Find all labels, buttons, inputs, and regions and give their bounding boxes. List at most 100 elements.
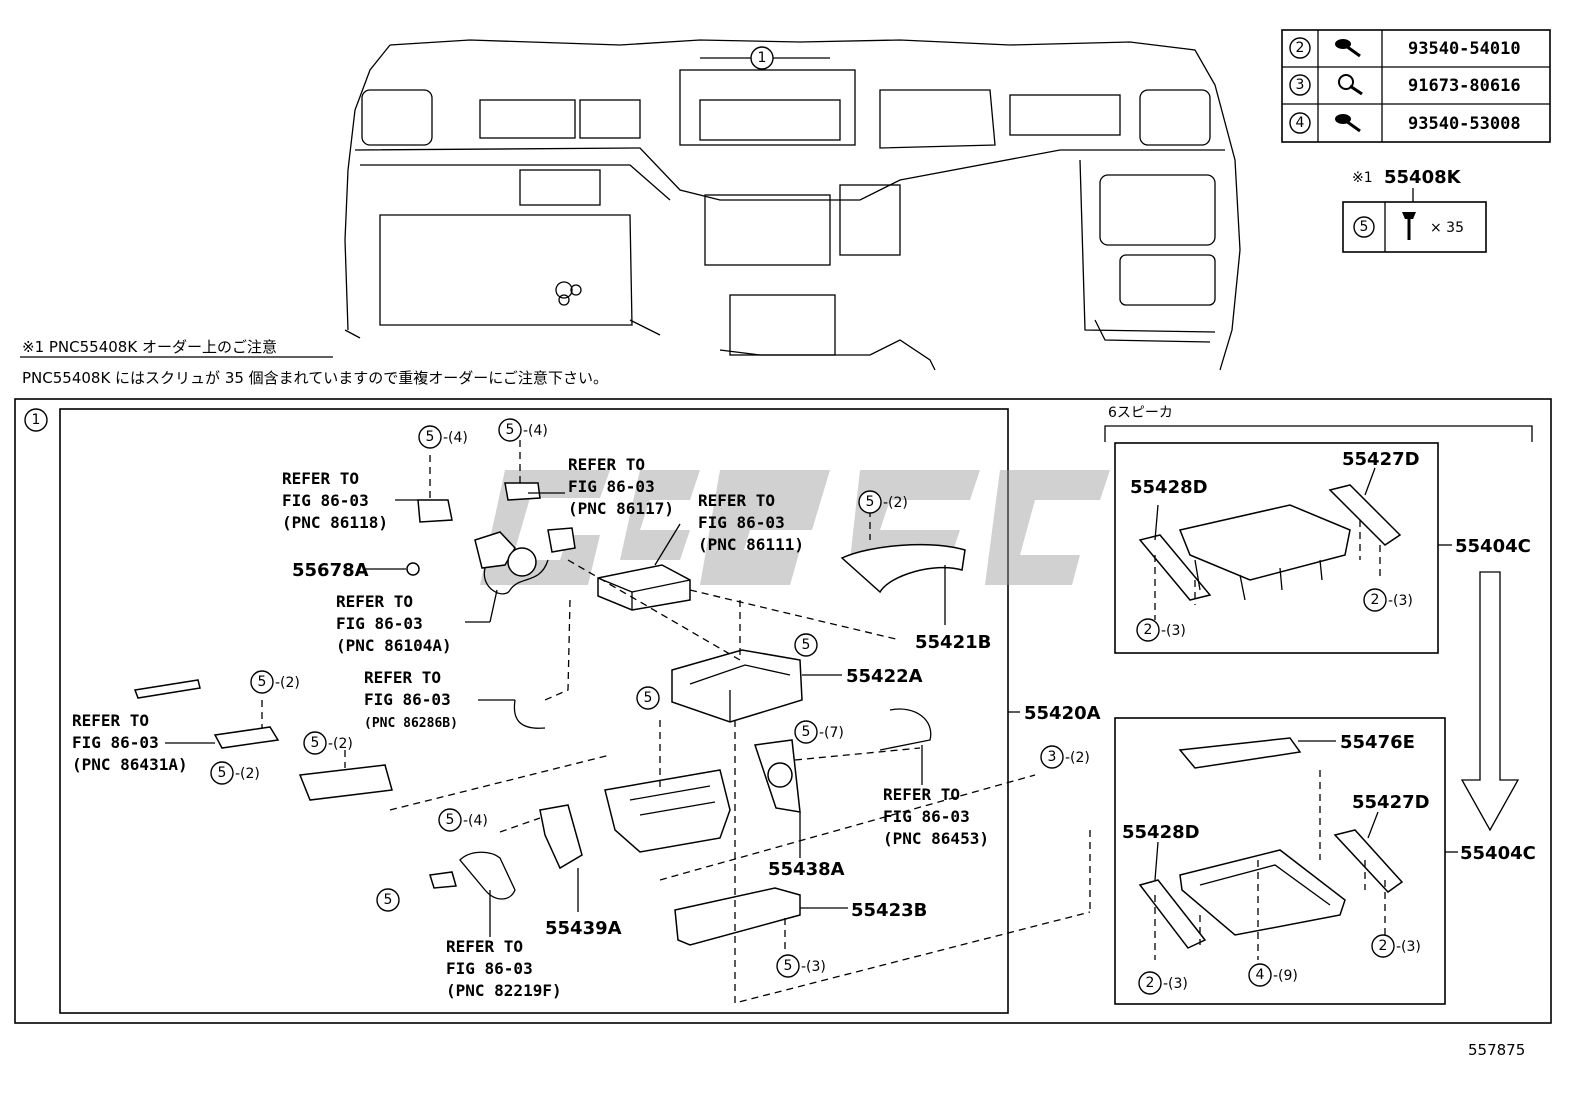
callout-qty: -(3) [1388,593,1413,609]
screw-icon [1335,114,1361,133]
kit-key: 5 [1360,219,1369,235]
part-label-55428D: 55428D [1122,822,1200,843]
callout-key: 5 [426,429,435,445]
refer-line: REFER TO [282,469,359,488]
screw-callout: 2 -(3) [1138,971,1188,995]
callout-qty: -(2) [1065,750,1090,766]
callout-key: 5 [258,674,267,690]
speaker-parts-bottom [1138,737,1404,960]
callout-key: 2 [1144,622,1153,638]
refer-to-note: REFER TO FIG 86-03 (PNC 82219F) [446,937,562,1000]
refer-line: FIG 86-03 [883,807,970,826]
speaker-variant-label: 6スピーカ [1108,405,1173,421]
refer-line: FIG 86-03 [336,614,423,633]
callout-key: 5 [644,690,653,706]
refer-line: (PNC 82219F) [446,981,562,1000]
part-label-55420A: 55420A [1024,703,1101,724]
part-label-55422A: 55422A [846,666,923,687]
refer-line: (PNC 86104A) [336,636,452,655]
refer-line: FIG 86-03 [364,690,451,709]
refer-to-notes: REFER TO FIG 86-03 (PNC 86118) REFER TO … [72,455,989,1000]
callout-qty: -(3) [1396,939,1421,955]
screw-callout: 5 [636,686,660,710]
callout-key: 5 [384,892,393,908]
screw-kit: ※1 55408K 5 × 35 [1342,167,1487,253]
part-label-55404C: 55404C [1460,843,1536,864]
callout-key: 5 [866,494,875,510]
note-body: PNC55408K にはスクリュが 35 個含まれていますので重複オーダーにご注… [22,369,608,387]
speaker-variant-box-top [1114,442,1439,654]
screw-key: 2 [1296,40,1305,56]
refer-line: (PNC 86431A) [72,755,188,774]
screw-callout: 2 -(3) [1371,934,1421,958]
callout-key: 4 [1256,967,1265,983]
detail-frame [14,398,1552,1024]
screw-icon [1335,39,1361,58]
callout-qty: -(3) [1161,623,1186,639]
refer-line: REFER TO [698,491,775,510]
callout-key: 2 [1371,592,1380,608]
bolt-icon [1338,74,1363,96]
kit-mark: ※1 [1352,170,1373,186]
screw-callout: 2 -(3) [1136,618,1186,642]
callout-qty: -(3) [1163,976,1188,992]
screw-table: 2 93540-54010 3 91673-80616 4 93540-5300… [1281,29,1551,143]
part-label-55404C: 55404C [1455,536,1531,557]
callout-qty: -(3) [801,959,826,975]
refer-line: (PNC 86453) [883,829,989,848]
refer-line: FIG 86-03 [72,733,159,752]
refer-to-note: REFER TO FIG 86-03 (PNC 86104A) [336,592,452,655]
refer-line: FIG 86-03 [568,477,655,496]
screw-table-row: 2 93540-54010 [1289,37,1521,59]
part-label-55438A: 55438A [768,859,845,880]
callout-key: 5 [446,812,455,828]
callout-qty: -(4) [523,423,548,439]
part-label-55428D: 55428D [1130,477,1208,498]
speaker-parts-top [1138,484,1402,620]
refer-line: (PNC 86118) [282,513,388,532]
refer-line: FIG 86-03 [698,513,785,532]
screw-callout: 5 -(4) [418,425,468,449]
refer-to-note: REFER TO FIG 86-03 (PNC 86118) [282,469,388,532]
part-label-55427D: 55427D [1352,792,1430,813]
screw-callout: 5 -(7) [794,720,844,744]
illustration-number: 557875 [1468,1041,1525,1059]
screw-callout: 5 -(2) [858,490,908,514]
callout-key: 5 [784,958,793,974]
leader-lines [165,467,1458,937]
callout-qty: -(4) [443,430,468,446]
refer-line: REFER TO [72,711,149,730]
part-label-55439A: 55439A [545,918,622,939]
callout-key: 5 [802,724,811,740]
screw-callout: 5 -(2) [210,761,260,785]
screw-table-row: 3 91673-80616 [1289,74,1521,96]
callout-key: 3 [1048,749,1057,765]
part-label-55678A: 55678A [292,560,369,581]
screw-key: 3 [1296,77,1305,93]
callout-qty: -(2) [275,675,300,691]
callout-key: 2 [1379,938,1388,954]
frame-callout-number: 1 [32,412,41,428]
screw-part-number: 93540-54010 [1408,39,1521,59]
part-labels: 55678A 55421B 55422A 55420A 55438A 55439… [292,449,1536,939]
refer-line: REFER TO [568,455,645,474]
instrument-panel-overview: 1 [344,39,1241,371]
refer-line: REFER TO [364,668,441,687]
screw-callout: 3 -(2) [1040,745,1090,769]
refer-line: REFER TO [336,592,413,611]
top-callout-number: 1 [758,50,767,66]
dashed-connectors [261,440,1091,1004]
screw-table-row: 4 93540-53008 [1289,112,1521,134]
callout-key: 5 [506,422,515,438]
screw-callout: 4 -(9) [1248,963,1298,987]
screw-callout: 5 -(4) [438,808,488,832]
screw-part-number: 91673-80616 [1408,76,1521,96]
variant-arrow [1460,571,1520,832]
refer-to-note: REFER TO FIG 86-03 (PNC 86431A) [72,711,188,774]
callout-qty: -(2) [235,766,260,782]
refer-line: (PNC 86286B) [364,716,458,731]
part-label-55423B: 55423B [851,900,927,921]
assembly-frame [59,408,1009,1014]
part-label-55421B: 55421B [915,632,991,653]
callout-key: 2 [1146,975,1155,991]
